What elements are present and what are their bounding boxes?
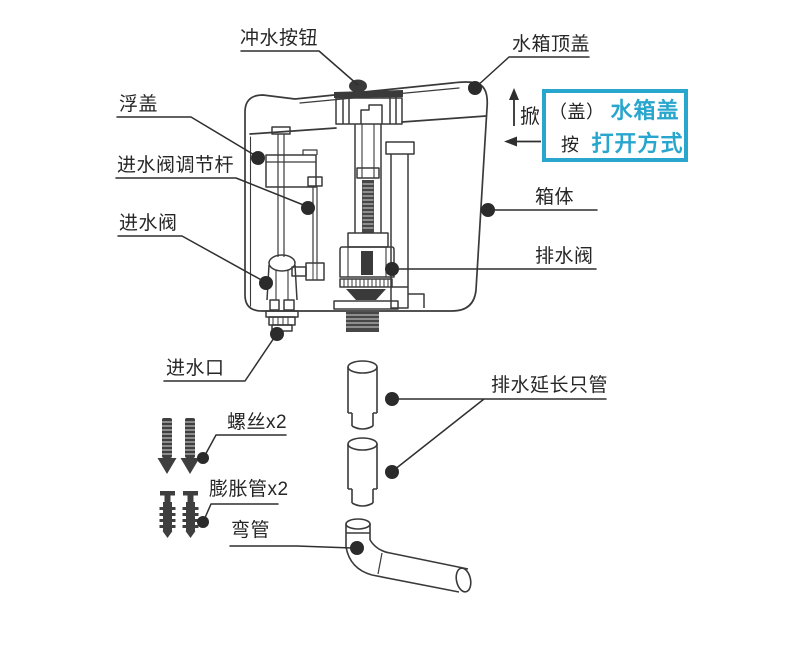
label-drain-extension-pipe: 排水延长只管 — [491, 375, 609, 396]
screws-drawing — [157, 418, 200, 474]
label-inlet-valve: 进水阀 — [119, 213, 178, 234]
label-open-method: 打开方式 — [591, 131, 684, 156]
press-arrow-icon — [504, 136, 541, 147]
flush-button-drawing — [334, 79, 403, 125]
drain-valve-drawing — [333, 124, 399, 332]
callout-dots — [197, 81, 495, 555]
extension-pipes-drawing — [347, 360, 378, 507]
lift-arrow-icon — [509, 88, 519, 126]
expansion-tubes-drawing — [159, 491, 199, 538]
open-method-row-press: 按 打开方式 — [561, 126, 684, 158]
label-flush-button: 冲水按钮 — [240, 28, 319, 49]
label-inlet-valve-adjust-rod: 进水阀调节杆 — [117, 155, 235, 176]
inlet-valve-drawing — [265, 126, 325, 332]
label-tank-cover: 水箱盖 — [610, 98, 680, 123]
label-press: 按 — [561, 135, 580, 155]
label-bend-pipe: 弯管 — [231, 520, 271, 541]
open-method-box: （盖） 水箱盖 按 打开方式 — [542, 89, 688, 162]
label-screws: 螺丝x2 — [227, 412, 288, 433]
label-expansion-tubes: 膨胀管x2 — [209, 479, 289, 500]
overflow-tube-drawing — [385, 141, 425, 309]
leader-lines — [115, 50, 607, 549]
bend-pipe-drawing — [345, 518, 472, 593]
label-inlet-port: 进水口 — [166, 358, 225, 379]
open-method-row-lift: （盖） 水箱盖 — [549, 93, 684, 125]
label-lift: 掀 — [520, 106, 540, 128]
label-drain-valve: 排水阀 — [535, 246, 594, 267]
label-tank-body: 箱体 — [535, 187, 575, 208]
label-tank-top-cover: 水箱顶盖 — [512, 34, 591, 55]
label-cover-hint: （盖） — [549, 102, 605, 122]
label-float-cover: 浮盖 — [119, 94, 159, 115]
